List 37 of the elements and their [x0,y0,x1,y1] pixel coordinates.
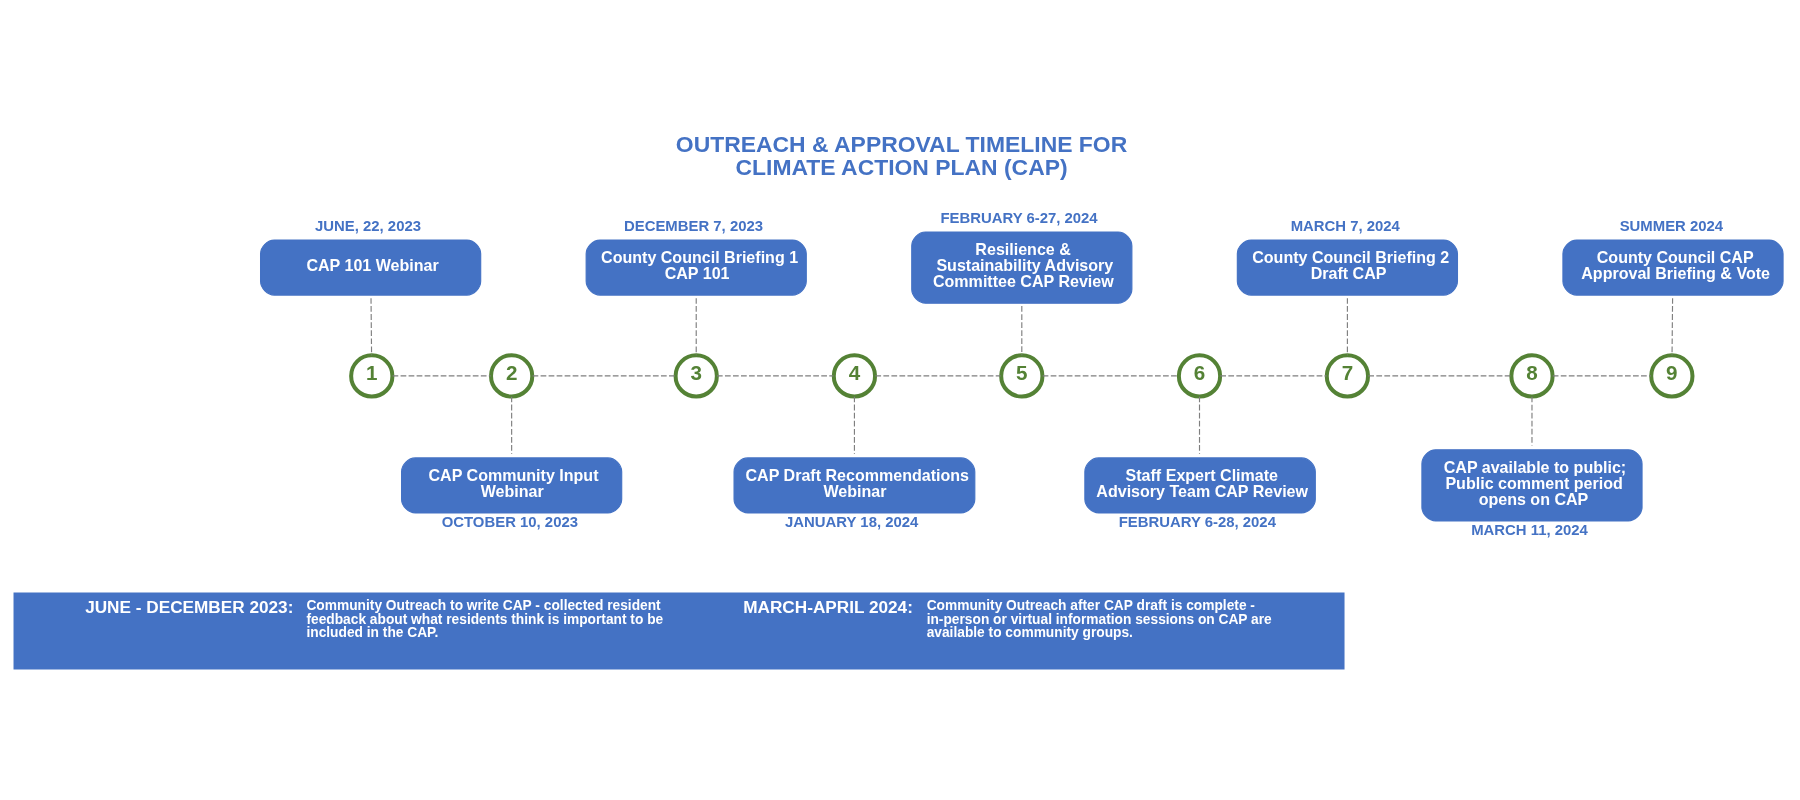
node-circle: 6 [1176,353,1223,399]
connector [1021,305,1023,356]
connector [1346,297,1348,356]
connector [511,396,513,455]
connector [695,297,697,356]
node-label: FEBRUARY 6-28, 2024 [1118,514,1276,531]
node-label: MARCH 7, 2024 [1290,218,1400,235]
node-label: OCTOBER 10, 2023 [441,514,579,531]
connector [1552,375,1652,377]
connector [853,396,855,455]
node-label: JUNE, 22, 2023 [315,218,421,235]
connector [1042,375,1180,377]
connector [1671,297,1674,356]
node-label: SUMMER 2024 [1619,218,1724,235]
node-circle: 9 [1649,353,1695,399]
diagram-title: OUTREACH & APPROVAL TIMELINE FOR CLIMATE ACTION PLAN (CAP) [675,131,1128,181]
node-circle: 5 [999,353,1045,399]
connector [370,297,373,356]
node-circle: 1 [349,353,395,399]
node-circle: 8 [1509,353,1555,399]
node-label: FEBRUARY 6-27, 2024 [940,210,1098,227]
node-box: JUNE - DECEMBER 2023: Community Outreach to write CAP - collected resident feedback about what residents think is important to be included in the CAP. MARCH-APRIL 2024: Community Outreach after CAP draft is complete - in-person or virtual information sessions on CAP are available to community groups. [13,592,1345,670]
connector [531,375,677,377]
node-circle: 3 [673,353,719,399]
node-label: JANUARY 18, 2024 [785,514,919,531]
connector [1198,396,1201,455]
connector [874,375,1002,377]
connector [1219,375,1328,377]
connector [716,375,835,377]
node-circle: 2 [489,353,535,399]
connector [1367,375,1512,377]
node-circle: 4 [831,353,878,399]
connector [391,375,492,377]
node-label: MARCH 11, 2024 [1471,522,1588,539]
connector [1531,396,1533,447]
node-circle: 7 [1324,353,1371,399]
node-label: DECEMBER 7, 2023 [623,218,764,235]
